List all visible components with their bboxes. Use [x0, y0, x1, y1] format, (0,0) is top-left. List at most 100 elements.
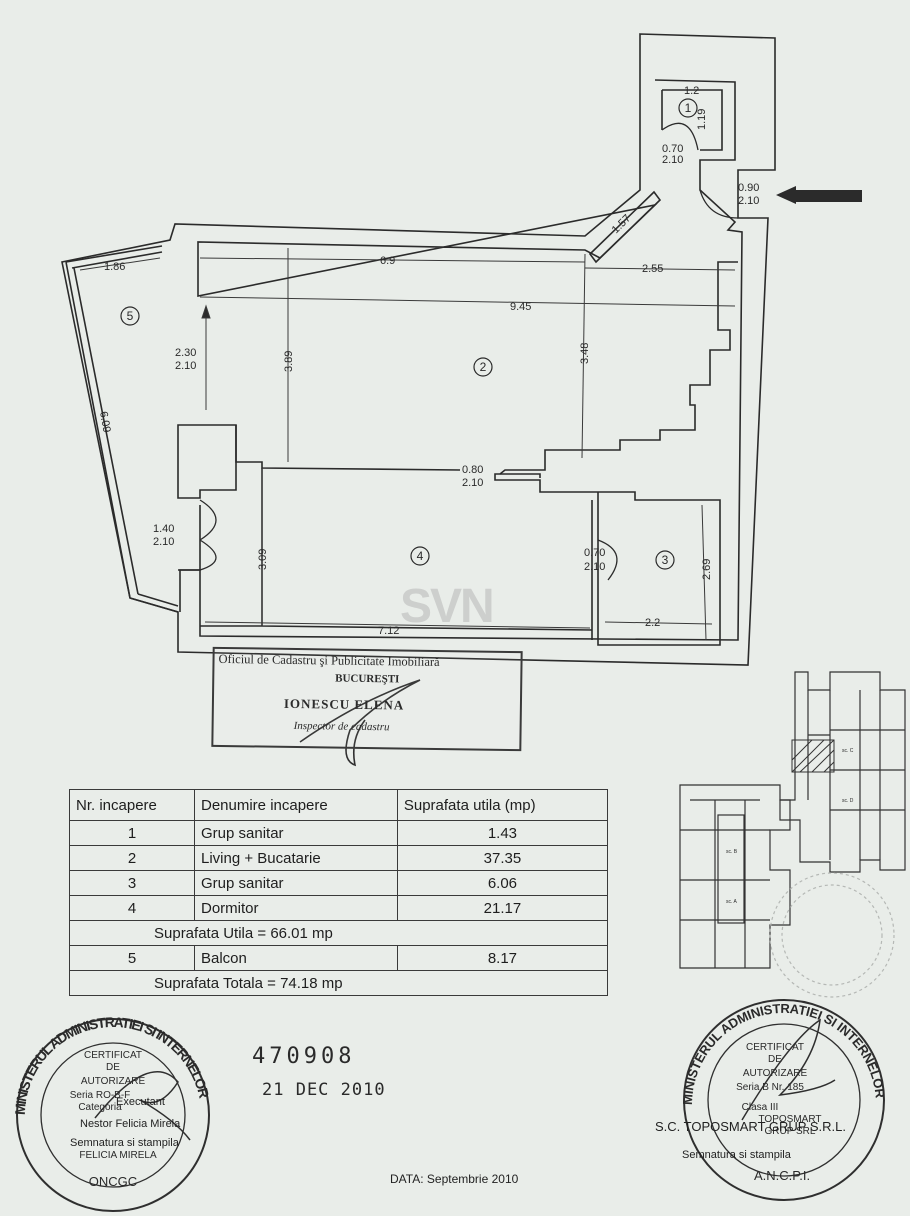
dim-label: 2.30 — [175, 347, 196, 359]
dim-label: 2.10 — [462, 477, 483, 489]
corridor-wall — [588, 190, 662, 264]
outer-wall — [61, 33, 776, 666]
room-area: 8.17 — [396, 945, 609, 971]
room-name: Balcon — [194, 945, 398, 971]
faint-round-stamp — [769, 872, 895, 998]
dim-line — [79, 257, 161, 271]
room-name: Dormitor — [194, 895, 398, 921]
column-header: Suprafata utila (mp) — [396, 789, 609, 821]
room-number: 3 — [662, 553, 669, 567]
column-header: Denumire incapere — [194, 789, 398, 821]
dim-label: 0.80 — [462, 464, 483, 476]
room-number: 4 — [417, 549, 424, 563]
room-area: 6.06 — [396, 870, 609, 896]
cadastru-city: BUCUREŞTI — [335, 672, 400, 686]
room-name: Grup sanitar — [194, 870, 398, 896]
dim-label: 2.10 — [153, 536, 174, 548]
dim-label: 1.2 — [684, 85, 699, 97]
room-number: 1 — [685, 101, 692, 115]
stamp-line: Clasa III — [742, 1102, 779, 1113]
stamp-line: DE — [768, 1054, 782, 1065]
signature-right — [741, 1018, 836, 1121]
room-number: 2 — [480, 360, 487, 374]
room-nr: 4 — [69, 895, 195, 921]
living-steps — [494, 261, 738, 493]
cadastru-office: Oficiul de Cadastru şi Publicitate Imobi… — [218, 651, 440, 670]
stamp-left: MINISTERUL ADMINISTRATIEI SI INTERNELOR … — [12, 1014, 212, 1212]
signature-label-left: Semnatura si stampila — [70, 1137, 179, 1149]
dim-label: 2.55 — [642, 263, 663, 275]
dim-label: 6.9 — [380, 255, 395, 267]
executant-label: Executant — [116, 1096, 165, 1108]
table-row: 2 Living + Bucatarie 37.35 — [69, 845, 609, 871]
utila-row: Suprafata Utila = 66.01 mp — [69, 920, 608, 946]
dim-label: 0.70 — [662, 143, 683, 155]
door-arc-entry — [699, 189, 739, 219]
arrow-up-icon — [201, 304, 211, 319]
door-arc-3 — [597, 539, 618, 581]
entry-arrow-icon — [776, 186, 862, 204]
signature-cadastru — [299, 679, 421, 767]
suprafata-utila: Suprafata Utila = 66.01 mp — [69, 920, 608, 946]
block-label: sc. C — [842, 748, 854, 754]
dim-line — [701, 504, 707, 641]
door-arc-1 — [661, 122, 699, 151]
dimension-labels: 1.2 1.19 0.70 2.10 0.90 2.10 1.57 1.86 6… — [97, 85, 759, 637]
room-name: Grup sanitar — [194, 820, 398, 846]
table-row: 3 Grup sanitar 6.06 — [69, 870, 609, 896]
room-area: 21.17 — [396, 895, 609, 921]
dim-label: 3.48 — [579, 343, 591, 364]
suprafata-totala: Suprafata Totala = 74.18 mp — [69, 970, 608, 996]
stamp-line: TOPOSMART — [759, 1114, 822, 1125]
room-nr: 5 — [69, 945, 195, 971]
dim-line — [604, 621, 713, 625]
stamp-line: CERTIFICAT — [84, 1050, 142, 1061]
stamp-line: Seria B Nr. 185 — [736, 1082, 804, 1093]
stamp-bottom: ONCGC — [89, 1174, 137, 1189]
dim-line — [199, 257, 586, 263]
stamp-line: DE — [106, 1062, 120, 1073]
company-name: S.C. TOPOSMART GRUP S.R.L. — [655, 1119, 846, 1134]
stamp-line: AUTORIZARE — [81, 1076, 146, 1087]
dim-label: 3.89 — [283, 351, 295, 372]
partition-wall — [235, 425, 541, 478]
stamp-line: GRUP SRL — [765, 1126, 816, 1137]
bathroom-wall — [591, 491, 721, 646]
dim-label: 3.09 — [257, 549, 269, 570]
signature-left — [94, 1071, 191, 1141]
dim-label: 7.12 — [378, 625, 399, 637]
table-row: 4 Dormitor 21.17 — [69, 895, 609, 921]
dim-label: 9.45 — [510, 301, 531, 313]
stamp-right: MINISTERUL ADMINISTRATIEI SI INTERNELOR … — [680, 999, 888, 1201]
room-nr: 3 — [69, 870, 195, 896]
hatched-unit — [791, 739, 835, 773]
room-nr: 1 — [69, 820, 195, 846]
room-markers — [120, 98, 698, 570]
site-plan — [679, 671, 906, 969]
niche-wall — [177, 424, 237, 571]
area-table: Nr. incapere Denumire incapere Suprafata… — [69, 789, 609, 996]
inspector-name: IONESCU ELENA — [283, 695, 405, 713]
dim-label: 1.40 — [153, 523, 174, 535]
date-stamp: 21 DEC 2010 — [262, 1080, 386, 1100]
signature-label-right: Semnatura si stampila — [682, 1149, 791, 1161]
room-number: 5 — [127, 309, 134, 323]
executant-name: Nestor Felicia Mirela — [80, 1118, 181, 1130]
dim-line — [199, 296, 736, 307]
dim-line — [584, 267, 736, 271]
room-name: Living + Bucatarie — [194, 845, 398, 871]
inspector-title: Inspector de cadastru — [293, 719, 390, 734]
table-header-row: Nr. incapere Denumire incapere Suprafata… — [69, 789, 609, 821]
watermark-logo: SVN — [400, 580, 493, 633]
stamp-line: Categoria — [78, 1102, 122, 1113]
block-label: sc. A — [726, 899, 738, 905]
floor-plan — [61, 33, 776, 666]
cadastru-stamp: Oficiul de Cadastru şi Publicitate Imobi… — [211, 646, 523, 752]
dim-label: 2.10 — [662, 154, 683, 166]
totala-row: Suprafata Totala = 74.18 mp — [69, 970, 608, 996]
stamp-line: AUTORIZARE — [743, 1068, 808, 1079]
column-header: Nr. incapere — [69, 789, 195, 821]
bathroom1-wall — [661, 89, 723, 151]
table-row: 1 Grup sanitar 1.43 — [69, 820, 609, 846]
block-label: sc. B — [726, 849, 738, 855]
